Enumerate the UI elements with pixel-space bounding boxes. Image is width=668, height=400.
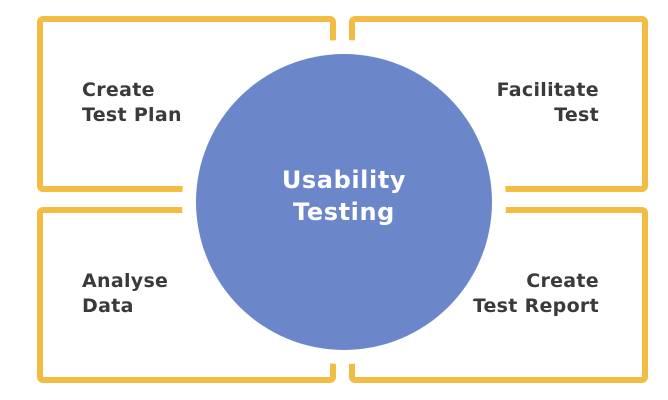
label-create-test-plan-line2: Test Plan	[82, 104, 182, 126]
label-facilitate-test: Facilitate Test	[497, 78, 599, 128]
label-create-test-report-line2: Test Report	[472, 295, 599, 317]
label-create-test-report: Create Test Report	[473, 269, 599, 319]
label-facilitate-test-line1: Facilitate	[496, 79, 599, 101]
label-facilitate-test-line2: Test	[554, 104, 599, 126]
center-title: Usability Testing	[196, 164, 492, 228]
center-title-line2: Testing	[293, 198, 395, 226]
label-analyse-data: Analyse Data	[82, 269, 168, 319]
label-create-test-plan: Create Test Plan	[82, 78, 182, 128]
label-analyse-data-line2: Data	[82, 295, 134, 317]
label-analyse-data-line1: Analyse	[82, 270, 169, 292]
label-create-test-plan-line1: Create	[82, 79, 155, 101]
label-create-test-report-line1: Create	[526, 270, 599, 292]
center-title-line1: Usability	[281, 166, 407, 194]
center-circle	[196, 54, 492, 350]
